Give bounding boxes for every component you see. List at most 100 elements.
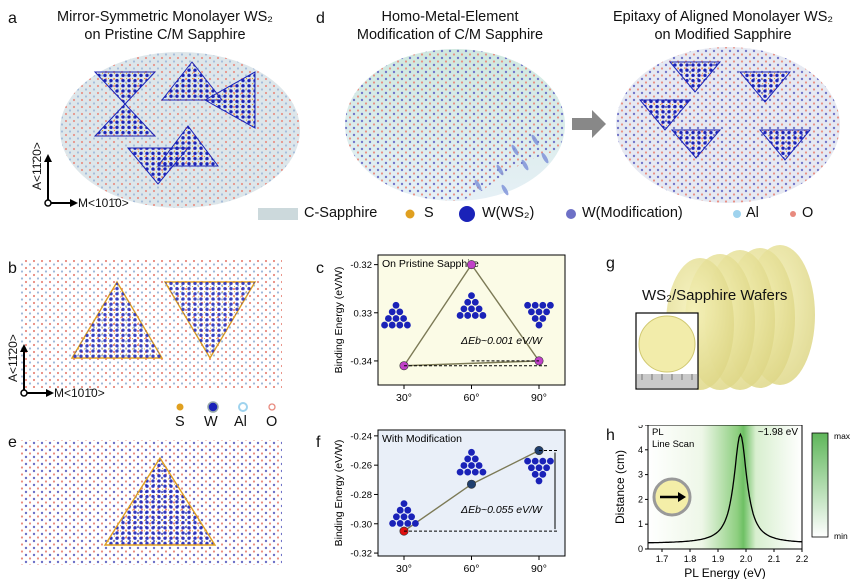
panel-e-lattice bbox=[20, 440, 282, 565]
legend-w-mod-label: W(Modification) bbox=[582, 205, 683, 221]
panel-e-ws2-flake bbox=[105, 458, 215, 545]
panel-b-lattice bbox=[20, 260, 282, 388]
atom-dot bbox=[460, 305, 468, 313]
chart-f: With Modification-0.24-0.26-0.28-0.30-0.… bbox=[333, 429, 566, 575]
panel-a-bowtie-3 bbox=[126, 125, 219, 185]
panel-a-title-line2: on Pristine C/M Sapphire bbox=[84, 27, 246, 43]
config-60-glyph bbox=[456, 448, 487, 476]
atom-dot bbox=[456, 312, 464, 319]
atom-dot bbox=[396, 520, 404, 527]
atom-dot bbox=[464, 312, 472, 319]
atom-dot bbox=[389, 520, 396, 527]
atom-dot bbox=[388, 321, 396, 329]
scan-arrow-head bbox=[678, 492, 686, 502]
atom-dot bbox=[471, 468, 479, 476]
atom-dot bbox=[396, 506, 404, 514]
legend-al-dot bbox=[733, 210, 741, 218]
delta-annotation: ΔEb~0.055 eV/W bbox=[460, 504, 543, 516]
atom-dot bbox=[471, 455, 479, 463]
panel-b-legend-symbols bbox=[176, 401, 276, 413]
pl-spectrum bbox=[647, 432, 803, 544]
atom-dot bbox=[524, 301, 531, 309]
atom-dot bbox=[400, 513, 408, 521]
aligned-triangle bbox=[638, 99, 692, 131]
panel-label-a: a bbox=[8, 10, 17, 27]
atom-dot bbox=[392, 315, 400, 322]
y-tick-label: 3 bbox=[638, 470, 643, 480]
atom-dot bbox=[535, 321, 543, 329]
atom-dot bbox=[456, 468, 464, 476]
top-legend-symbols bbox=[258, 206, 796, 222]
panel-d-left-title-line2: Modification of C/M Sapphire bbox=[356, 27, 544, 43]
panel-label-h: h bbox=[606, 427, 615, 444]
atom-dot bbox=[468, 292, 475, 300]
atom-dot bbox=[471, 312, 479, 319]
legend-o-label: O bbox=[802, 205, 814, 221]
y-tick-label: 5 bbox=[638, 425, 643, 430]
panel-label-c: c bbox=[316, 260, 324, 277]
panel-d-left-wafer bbox=[345, 49, 565, 201]
atom-dot bbox=[531, 301, 539, 309]
config-90-glyph bbox=[524, 301, 554, 329]
atom-dot bbox=[468, 305, 475, 313]
aligned-triangle bbox=[738, 71, 792, 103]
panel-a-axis-vertical: A<11̄20> bbox=[30, 142, 44, 190]
panel-g-label: WS₂/Sapphire Wafers bbox=[642, 287, 788, 304]
x-tick-label: 60° bbox=[464, 563, 480, 575]
config-30-glyph bbox=[381, 301, 411, 329]
atom-dot bbox=[468, 448, 475, 456]
legend-s-dot bbox=[405, 209, 415, 219]
panel-d-right-wafer bbox=[616, 47, 840, 203]
data-point bbox=[467, 479, 477, 489]
atom-dot bbox=[385, 315, 392, 322]
atom-dot bbox=[539, 315, 547, 322]
atom-dot bbox=[393, 513, 400, 521]
y-tick-label: -0.32 bbox=[350, 549, 372, 560]
atom-dot bbox=[475, 305, 483, 313]
atom-dot bbox=[464, 298, 472, 306]
y-tick-label: -0.34 bbox=[350, 356, 372, 367]
panel-a-title-line1: Mirror-Symmetric Monolayer WS₂ bbox=[57, 9, 273, 25]
panel-d-left-title-line1: Homo-Metal-Element bbox=[381, 9, 519, 25]
atom-dot bbox=[547, 457, 554, 465]
y-axis-label: Distance (cm) bbox=[613, 450, 627, 524]
x-tick-label: 2.0 bbox=[740, 554, 753, 564]
atom-dot bbox=[464, 455, 472, 463]
atom-dot bbox=[539, 301, 547, 309]
atom-dot bbox=[464, 468, 472, 476]
y-axis-label: Binding Energy (eV/W) bbox=[333, 440, 345, 547]
atom-dot bbox=[468, 462, 475, 469]
atom-dot bbox=[404, 321, 411, 329]
legend-w-mod-dot bbox=[566, 209, 576, 219]
config-30-glyph bbox=[389, 500, 419, 527]
y-axis-label: Binding Energy (eV/W) bbox=[333, 267, 345, 374]
x-tick-label: 90° bbox=[531, 392, 547, 404]
panel-b-legend-s: S bbox=[175, 414, 185, 430]
atom-dot bbox=[528, 464, 535, 472]
atom-dot bbox=[539, 470, 547, 478]
delta-annotation: ΔEb~0.001 eV/W bbox=[460, 335, 543, 347]
process-arrow bbox=[572, 110, 606, 138]
y-tick-label: -0.32 bbox=[350, 260, 372, 271]
atom-dot bbox=[543, 464, 550, 472]
panel-d-right-title-line1: Epitaxy of Aligned Monolayer WS₂ bbox=[612, 9, 833, 25]
legend-o-dot bbox=[790, 211, 796, 217]
data-point bbox=[467, 260, 477, 270]
y-tick-label: 2 bbox=[638, 494, 643, 504]
y-tick-label: -0.24 bbox=[350, 431, 372, 442]
atom-dot bbox=[400, 500, 408, 508]
panel-label-f: f bbox=[316, 434, 321, 451]
panel-label-b: b bbox=[8, 260, 17, 277]
y-tick-label: 4 bbox=[638, 445, 643, 455]
inset-title: On Pristine Sapphire bbox=[382, 258, 479, 270]
legend-sapphire-swatch bbox=[258, 208, 298, 220]
x-tick-label: 90° bbox=[531, 563, 547, 575]
panel-b-legend-o: O bbox=[266, 414, 278, 430]
legend-s-label: S bbox=[424, 205, 434, 221]
panel-label-e: e bbox=[8, 434, 17, 451]
atom-dot bbox=[396, 321, 404, 329]
atom-dot bbox=[528, 308, 535, 316]
x-tick-label: 1.8 bbox=[684, 554, 697, 564]
panel-d-right-title-line2: on Modified Sapphire bbox=[654, 27, 792, 43]
